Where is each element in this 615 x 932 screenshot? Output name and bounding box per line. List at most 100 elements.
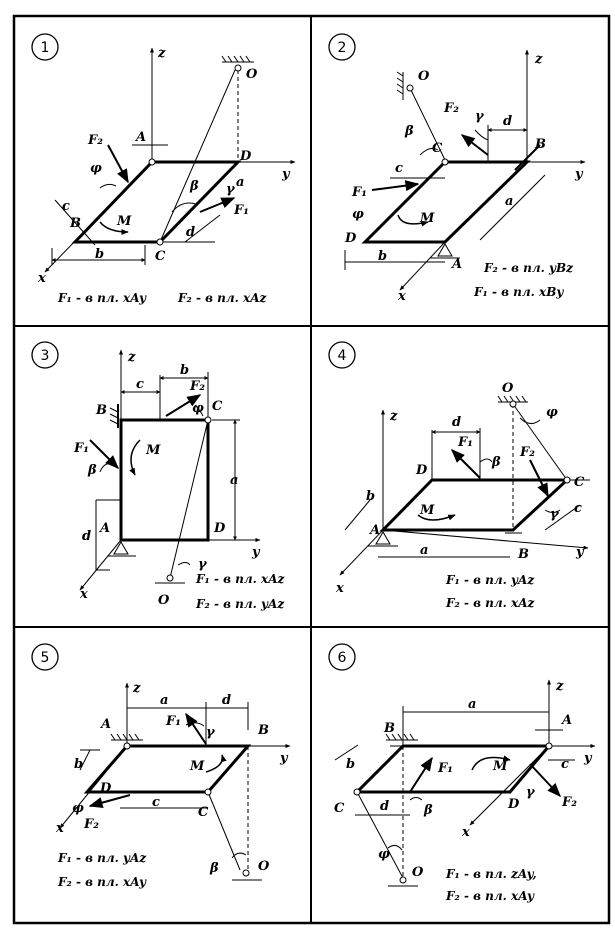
label-gamma: γ [198,557,208,572]
label-F2: F₂ [561,795,577,810]
label-gamma: γ [475,109,485,124]
label-phi: φ [546,405,558,420]
label-F2: F₂ [189,379,205,394]
label-b: b [366,489,375,504]
caption-1: F₂ - в пл. yBz [483,261,574,275]
panel-number-circle [328,643,356,671]
label-M: M [116,214,132,229]
axis-x: x [55,821,64,836]
label-d: d [222,693,231,708]
label-O: O [158,593,170,608]
label-phi: φ [192,401,204,416]
label-c: c [561,757,569,772]
label-a: a [420,543,428,558]
panel-number-circle [31,643,59,671]
plate [353,744,553,794]
label-A: A [368,523,380,538]
panel-number-circle [31,341,59,369]
label-D: D [344,231,357,246]
axis-y: y [281,167,291,182]
label-A: A [98,521,110,536]
label-beta: β [423,803,433,818]
label-gamma: γ [206,725,216,740]
axis-y: y [575,545,585,560]
panel-6: 6 [328,643,596,903]
axis-x: x [79,587,88,602]
panel-grid [12,14,611,925]
label-d: d [452,415,461,430]
label-A: A [560,713,572,728]
label-M: M [492,759,508,774]
label-F2: F₂ [443,101,459,116]
panel-number: 1 [41,40,50,56]
caption-2: F₂ - в пл. xAz [445,596,535,610]
caption-1: F₁ - в пл. yAz [445,573,535,587]
axis-x: x [397,289,406,304]
label-B: B [534,137,546,152]
label-O: O [258,859,270,874]
label-M: M [145,443,161,458]
caption-1: F₁ - в пл. xAz [195,572,285,586]
caption-2: F₂ - в пл. xAz [177,291,267,305]
panel-number-circle [31,33,59,61]
label-b: b [95,247,104,262]
label-O: O [246,67,258,82]
label-B: B [95,403,107,418]
label-phi: φ [72,801,84,816]
caption-1: F₁ - в пл. yAz [57,851,147,865]
panel-number-circle [328,341,356,369]
axis-x: x [37,271,46,286]
label-d: d [380,799,389,814]
panel-number: 2 [338,40,347,56]
panel-number-circle [328,33,356,61]
label-C: C [198,805,209,820]
label-O: O [412,865,424,880]
axis-z: z [132,681,141,696]
label-c: c [136,377,144,392]
label-M: M [419,503,435,518]
label-a: a [236,175,244,190]
axis-x: x [335,581,344,596]
label-gamma: γ [526,785,536,800]
label-F2: F₂ [83,817,99,832]
label-d: d [82,529,91,544]
label-d: d [503,114,512,129]
caption-2: F₁ - в пл. xBy [473,285,564,299]
label-B: B [517,547,529,562]
axis-y: y [279,751,289,766]
panel-number: 5 [41,650,50,666]
label-A: A [450,257,462,272]
label-c: c [152,795,160,810]
axis-z: z [555,679,564,694]
panel-2: 2 [328,33,586,304]
label-D: D [213,521,226,536]
label-C: C [334,801,345,816]
label-F2: F₂ [87,133,103,148]
label-M: M [189,759,205,774]
caption-2: F₂ - в пл. xAy [57,875,147,889]
label-a: a [230,473,238,488]
axis-y: y [583,751,593,766]
label-F1: F₁ [73,441,89,456]
label-B: B [69,216,81,231]
label-C: C [432,141,443,156]
caption-1: F₁ - в пл. xAy [57,291,147,305]
label-F1: F₁ [165,714,181,729]
label-phi: φ [90,161,102,176]
plate [119,418,210,542]
label-beta: β [87,463,97,478]
label-b: b [74,757,83,772]
label-c: c [574,501,582,516]
label-a: a [505,194,513,209]
label-O: O [502,381,514,396]
label-F1: F₁ [457,435,473,450]
label-b: b [180,363,189,378]
label-a: a [468,697,476,712]
panel-number: 3 [41,348,50,364]
label-D: D [415,463,428,478]
label-c: c [62,199,70,214]
label-O: O [418,69,430,84]
panel-3: 3 [31,341,285,611]
